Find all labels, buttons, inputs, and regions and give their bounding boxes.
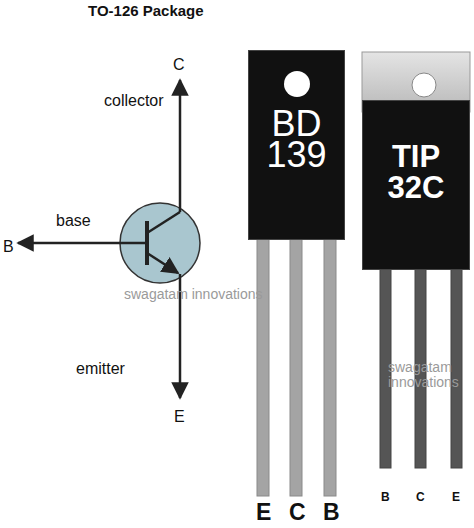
pin-letter: C bbox=[416, 491, 425, 504]
bd139-leads bbox=[257, 238, 336, 496]
pin-letter: B bbox=[381, 491, 390, 504]
pin-name: collector bbox=[104, 92, 164, 110]
pin-name: emitter bbox=[76, 360, 125, 378]
tip32c-body: TIP 32C bbox=[362, 100, 470, 270]
pin-name: base bbox=[56, 212, 91, 230]
pin-letter: C bbox=[173, 56, 185, 74]
watermark: swagatam innovations bbox=[388, 360, 468, 391]
pin-letter: B bbox=[323, 500, 340, 525]
mounting-hole bbox=[284, 71, 310, 97]
pin-letter: B bbox=[3, 238, 14, 256]
pin-letter: E bbox=[174, 408, 185, 426]
pin-letter: E bbox=[452, 491, 460, 504]
package-title: TO-126 Package bbox=[88, 3, 204, 20]
pin-letter: C bbox=[289, 500, 306, 525]
part-number: TIP 32C bbox=[378, 141, 454, 203]
bd139-body: BD 139 bbox=[248, 50, 345, 240]
watermark: swagatam innovations bbox=[124, 287, 263, 302]
pin-letter: E bbox=[256, 500, 271, 525]
transistor-symbol bbox=[18, 80, 200, 398]
part-number: BD 139 bbox=[259, 109, 335, 170]
